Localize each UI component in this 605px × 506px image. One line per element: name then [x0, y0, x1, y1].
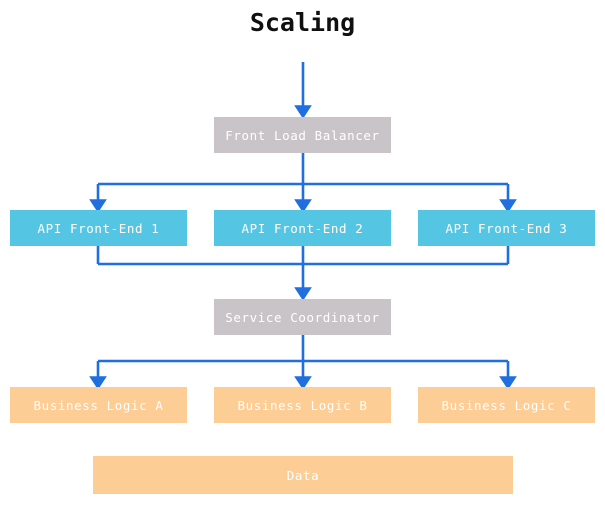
- node-business-logic-a[interactable]: Business Logic A: [10, 387, 187, 423]
- node-label: Service Coordinator: [225, 309, 380, 325]
- node-label: API Front-End 3: [445, 220, 568, 236]
- node-label: Business Logic B: [237, 397, 368, 413]
- node-business-logic-c[interactable]: Business Logic C: [418, 387, 595, 423]
- node-label: API Front-End 2: [241, 220, 364, 236]
- node-label: API Front-End 1: [37, 220, 160, 236]
- node-label: Business Logic A: [33, 397, 164, 413]
- page-title: Scaling: [249, 8, 356, 37]
- node-business-logic-b[interactable]: Business Logic B: [214, 387, 391, 423]
- edge-coordinator-fanout: [98, 335, 508, 363]
- node-label: Business Logic C: [441, 397, 572, 413]
- node-front-load-balancer[interactable]: Front Load Balancer: [214, 117, 391, 153]
- node-label: Data: [286, 467, 320, 483]
- node-api-front-end-2[interactable]: API Front-End 2: [214, 210, 391, 246]
- node-api-front-end-1[interactable]: API Front-End 1: [10, 210, 187, 246]
- node-service-coordinator[interactable]: Service Coordinator: [214, 299, 391, 335]
- edge-load-balancer-fanout: [98, 153, 508, 186]
- node-data[interactable]: Data: [93, 456, 513, 494]
- node-label: Front Load Balancer: [225, 127, 380, 143]
- node-api-front-end-3[interactable]: API Front-End 3: [418, 210, 595, 246]
